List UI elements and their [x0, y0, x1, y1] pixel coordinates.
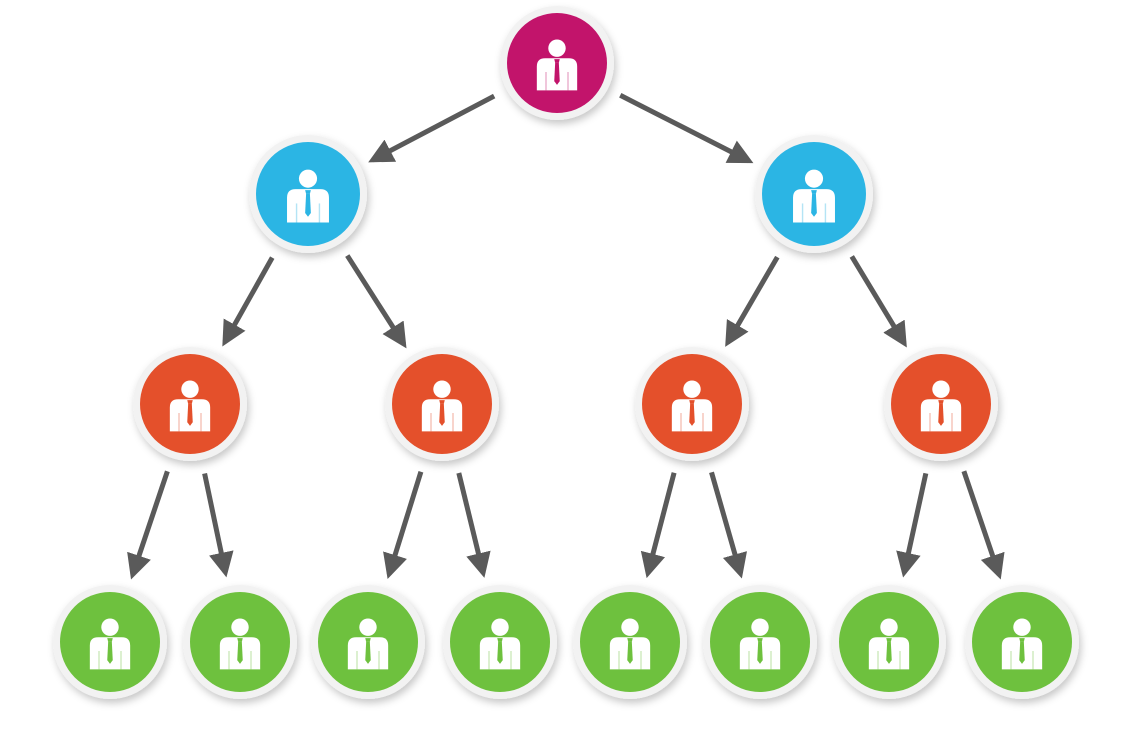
level-4-node-0: [53, 585, 167, 699]
arrow-level-2-1-to-level-3-3: [849, 255, 907, 348]
arrow-level-2-1-to-level-3-2: [725, 255, 780, 347]
arrow-root-0-to-level-2-1: [619, 93, 754, 164]
arrow-level-3-2-to-level-4-5: [709, 471, 748, 579]
arrow-level-2-0-to-level-3-1: [345, 254, 407, 349]
arrow-level-3-1-to-level-4-3: [456, 472, 491, 578]
level-3-node-1: [385, 347, 499, 461]
level-3-node-0: [133, 347, 247, 461]
level-4-node-7: [965, 585, 1079, 699]
arrow-level-3-2-to-level-4-4: [640, 472, 677, 579]
level-3-node-2: [635, 347, 749, 461]
arrow-level-3-0-to-level-4-1: [202, 472, 234, 578]
level-4-node-6: [832, 585, 946, 699]
arrow-level-2-0-to-level-3-0: [222, 256, 275, 347]
nodes-layer: [53, 6, 1079, 699]
level-4-node-1: [183, 585, 297, 699]
level-2-node-0: [249, 135, 367, 253]
level-2-node-1: [755, 135, 873, 253]
level-4-node-5: [703, 585, 817, 699]
level-3-node-3: [884, 347, 998, 461]
arrow-level-3-1-to-level-4-2: [383, 471, 424, 579]
level-4-node-3: [443, 585, 557, 699]
level-4-node-2: [311, 585, 425, 699]
level-4-node-4: [573, 585, 687, 699]
arrow-level-3-0-to-level-4-0: [127, 470, 170, 580]
arrow-level-3-3-to-level-4-6: [896, 472, 929, 578]
arrows-layer: [127, 93, 1005, 580]
root-node-0: [500, 6, 614, 120]
arrow-level-3-3-to-level-4-7: [961, 470, 1005, 580]
arrow-root-0-to-level-2-0: [368, 93, 496, 163]
